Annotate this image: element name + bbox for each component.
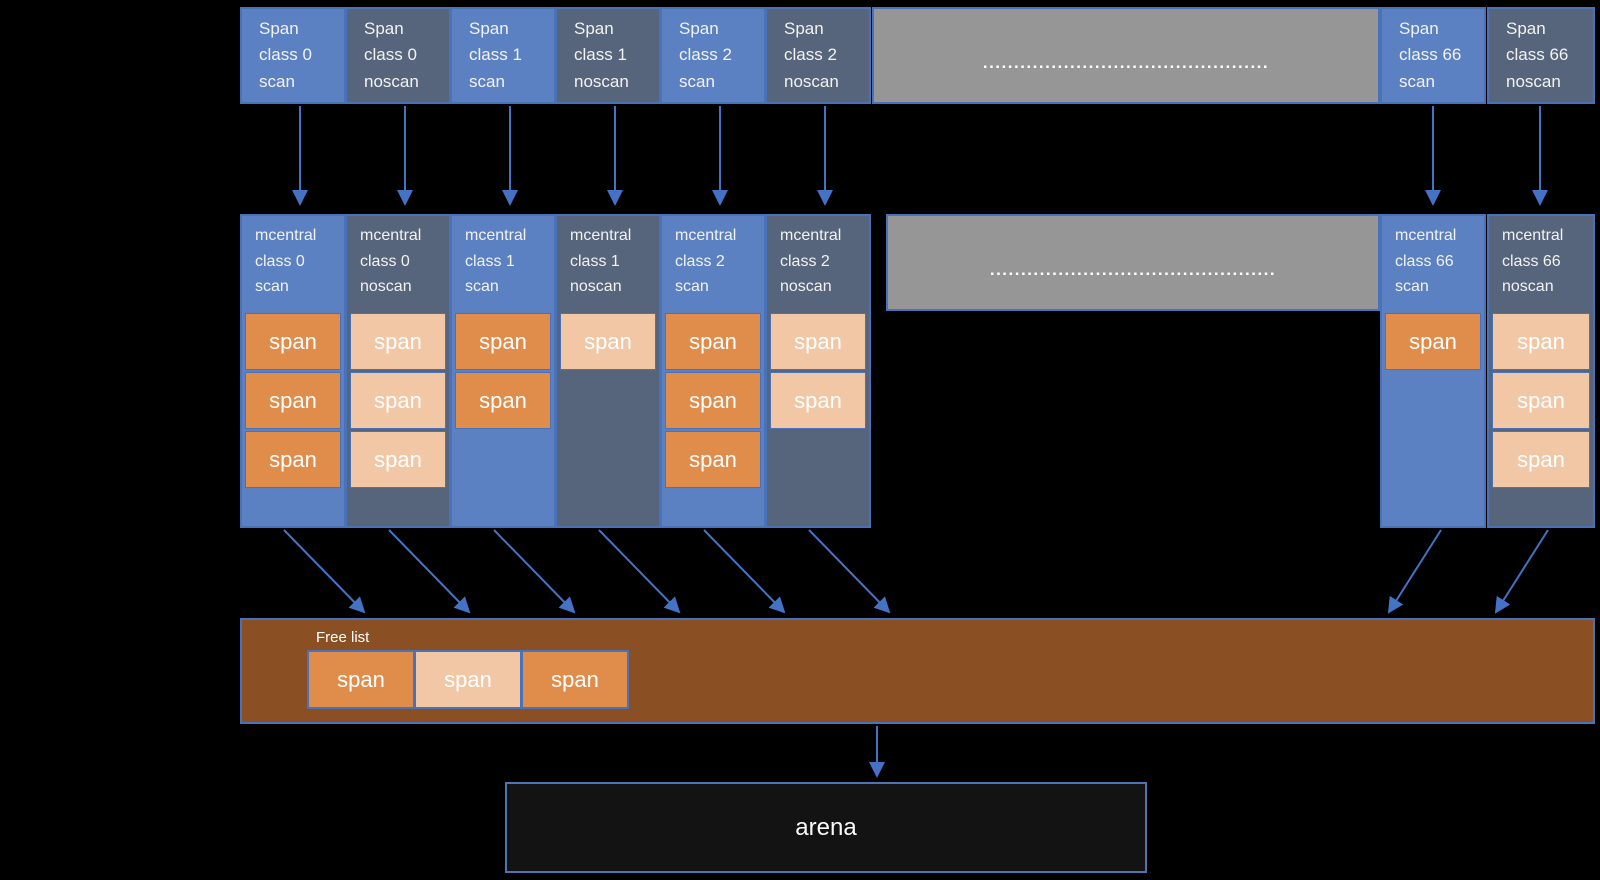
arrow bbox=[808, 529, 891, 614]
arrow bbox=[703, 529, 786, 614]
span-box: span bbox=[1492, 313, 1590, 370]
ellipsis-dots: ........................................… bbox=[982, 52, 1270, 72]
mcentral-column: mcentral class 0 noscan span span span bbox=[345, 214, 451, 528]
free-list-label: Free list bbox=[316, 629, 370, 646]
arrow bbox=[1494, 529, 1549, 614]
mcentral-column: mcentral class 0 scan span span span bbox=[240, 214, 346, 528]
span-box: span bbox=[455, 313, 551, 370]
span-box: span bbox=[770, 313, 866, 370]
span-box: span bbox=[770, 372, 866, 429]
span-classes-ellipsis-box: ........................................… bbox=[872, 7, 1380, 104]
mcentral-column: mcentral class 1 noscan span bbox=[555, 214, 661, 528]
arrow bbox=[1387, 529, 1442, 614]
free-list-box: Free list span span span bbox=[240, 618, 1595, 724]
span-box: span bbox=[350, 372, 446, 429]
span-box: span bbox=[521, 650, 629, 709]
ellipsis-dots: ........................................… bbox=[989, 259, 1277, 279]
arena-box: arena bbox=[505, 782, 1147, 873]
mcentral-header: mcentral class 66 scan bbox=[1395, 227, 1457, 296]
arrow bbox=[493, 529, 576, 614]
span-class-box: Span class 0 scan bbox=[240, 7, 346, 104]
mcentral-column: mcentral class 2 noscan span span bbox=[765, 214, 871, 528]
span-class-box: Span class 66 scan bbox=[1380, 7, 1486, 104]
span-box: span bbox=[560, 313, 656, 370]
span-class-box: Span class 2 noscan bbox=[765, 7, 871, 104]
span-box: span bbox=[665, 372, 761, 429]
mcentral-column: mcentral class 66 noscan span span span bbox=[1487, 214, 1595, 528]
span-class-box: Span class 66 noscan bbox=[1487, 7, 1595, 104]
arrow bbox=[388, 529, 471, 614]
span-class-box: Span class 2 scan bbox=[660, 7, 766, 104]
span-class-box: Span class 1 noscan bbox=[555, 7, 661, 104]
span-box: span bbox=[455, 372, 551, 429]
mcentral-header: mcentral class 2 scan bbox=[675, 227, 737, 296]
span-box: span bbox=[307, 650, 415, 709]
mcentral-ellipsis-box: ........................................… bbox=[886, 214, 1380, 311]
span-box: span bbox=[1492, 372, 1590, 429]
span-box: span bbox=[414, 650, 522, 709]
mcentral-header: mcentral class 1 scan bbox=[465, 227, 527, 296]
arena-label: arena bbox=[795, 813, 857, 841]
mcentral-header: mcentral class 0 noscan bbox=[360, 227, 422, 296]
mcentral-column: mcentral class 66 scan span bbox=[1380, 214, 1486, 528]
span-box: span bbox=[1492, 431, 1590, 488]
mcentral-header: mcentral class 0 scan bbox=[255, 227, 317, 296]
arrow bbox=[283, 529, 366, 614]
span-class-box: Span class 1 scan bbox=[450, 7, 556, 104]
mcentral-column: mcentral class 2 scan span span span bbox=[660, 214, 766, 528]
span-box: span bbox=[245, 372, 341, 429]
span-box: span bbox=[665, 431, 761, 488]
mcentral-header: mcentral class 1 noscan bbox=[570, 227, 632, 296]
arrow bbox=[598, 529, 681, 614]
mcentral-header: mcentral class 2 noscan bbox=[780, 227, 842, 296]
mcentral-column: mcentral class 1 scan span span bbox=[450, 214, 556, 528]
span-box: span bbox=[665, 313, 761, 370]
span-class-box: Span class 0 noscan bbox=[345, 7, 451, 104]
span-box: span bbox=[1385, 313, 1481, 370]
mcentral-header: mcentral class 66 noscan bbox=[1502, 227, 1564, 296]
span-box: span bbox=[350, 431, 446, 488]
span-box: span bbox=[245, 431, 341, 488]
span-box: span bbox=[350, 313, 446, 370]
span-box: span bbox=[245, 313, 341, 370]
